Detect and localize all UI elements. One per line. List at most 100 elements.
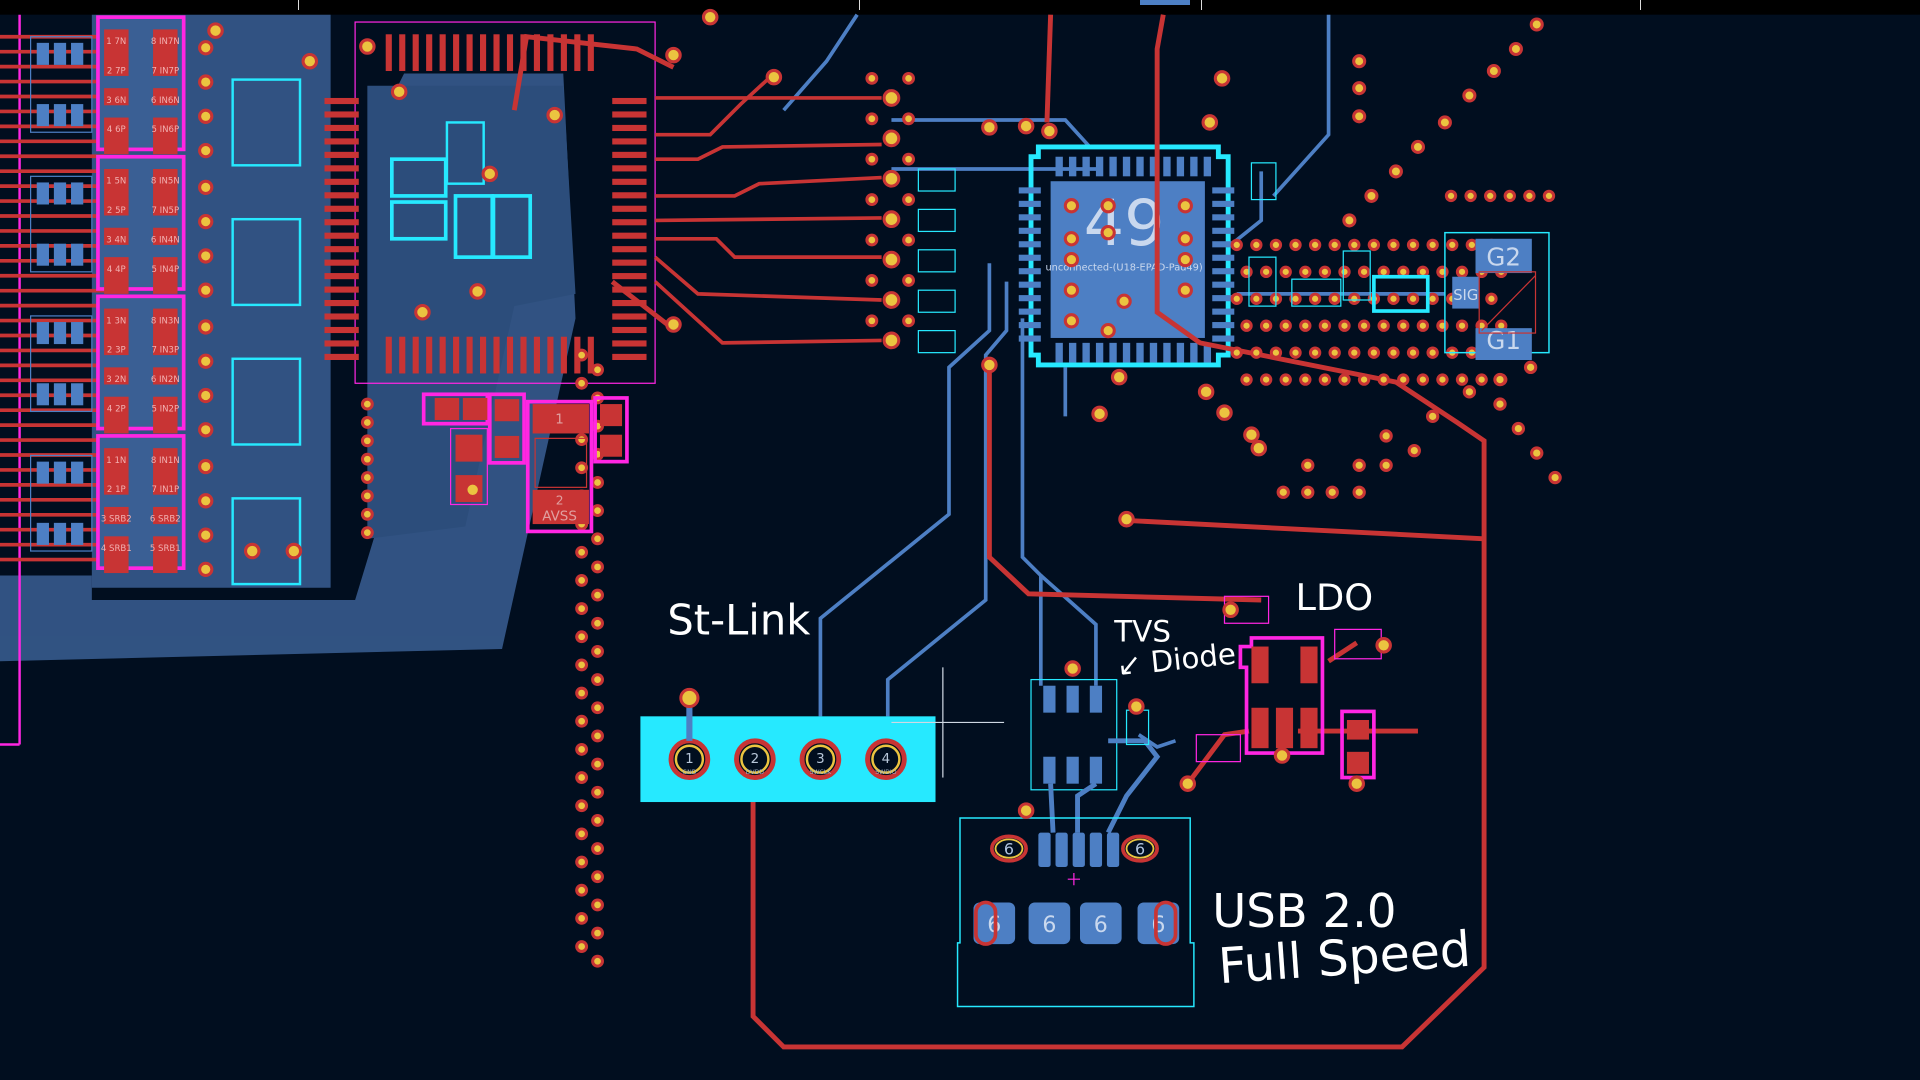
via — [243, 542, 261, 560]
via — [902, 112, 915, 126]
via — [882, 331, 901, 350]
back-pin — [71, 243, 84, 266]
adc-pin — [324, 326, 359, 334]
via — [1177, 251, 1193, 268]
via — [1318, 319, 1332, 332]
adc-pin — [439, 34, 446, 72]
via — [1299, 319, 1312, 332]
adc-pin — [385, 336, 392, 374]
via — [701, 8, 719, 26]
via — [591, 701, 604, 715]
via — [198, 353, 214, 369]
via — [198, 108, 214, 124]
back-pin — [36, 243, 49, 266]
mcu-pin — [1018, 268, 1041, 275]
via — [1375, 637, 1392, 654]
mcu-ic[interactable]: 49 unconnected-(U18-EPAD-Pad49) — [1018, 144, 1235, 368]
mcu-pin — [1212, 227, 1235, 234]
via — [865, 71, 879, 85]
via-stitching — [360, 71, 956, 968]
via — [1437, 115, 1452, 130]
mcu-pin — [1018, 322, 1041, 329]
via — [591, 588, 604, 602]
adc-pin — [412, 336, 419, 374]
adc-pin — [533, 34, 540, 72]
via — [591, 729, 604, 743]
amp-pin-left — [104, 536, 129, 574]
mcu-pin — [1136, 156, 1144, 177]
adc-pin — [453, 34, 460, 72]
adc-pin — [612, 246, 647, 253]
via — [865, 193, 879, 207]
back-pin — [71, 383, 84, 406]
via — [1397, 373, 1410, 386]
via — [591, 673, 604, 687]
amp-pin-label: 1 3N — [106, 316, 126, 326]
power-traces — [511, 14, 1487, 1050]
via — [1511, 421, 1526, 436]
via — [1352, 54, 1367, 69]
via — [1352, 458, 1366, 472]
annotation-tvs: TVS — [1113, 615, 1171, 649]
amp-pin-label: 5 IN6P — [151, 125, 179, 135]
adc-pin — [453, 336, 460, 374]
usb-connector[interactable]: 6 6 6 6 6 6 — [956, 817, 1195, 1008]
adc-pin — [612, 326, 647, 334]
amp-pin-label: 1 7N — [106, 37, 126, 47]
back-pin — [53, 42, 67, 65]
via — [1308, 346, 1322, 359]
adc-pin — [324, 259, 359, 266]
via — [414, 303, 431, 321]
via — [1416, 319, 1430, 332]
mcu-pin — [1190, 342, 1198, 363]
back-pin — [36, 522, 49, 545]
adc-pin — [612, 340, 647, 347]
via — [360, 434, 374, 448]
header-pin-number: 4 — [882, 752, 891, 767]
via — [1379, 429, 1393, 443]
rf-connector[interactable]: G2 G1 SIG — [1444, 231, 1550, 360]
ldo-regulator[interactable] — [1195, 595, 1382, 780]
g2-pad — [1475, 238, 1532, 274]
via — [1273, 747, 1291, 764]
series-resistor — [917, 249, 956, 273]
via — [575, 602, 589, 615]
amp-pin-label: 7 IN7P — [151, 66, 179, 76]
via — [1406, 346, 1420, 359]
via — [360, 489, 374, 503]
amp-pin-right — [153, 257, 178, 294]
header-pin-number: 2 — [751, 752, 760, 767]
via — [591, 813, 604, 827]
amp-pin-label: 3 4N — [106, 235, 126, 245]
tvs-diode[interactable] — [1030, 678, 1161, 834]
via — [575, 433, 589, 447]
back-ic — [30, 175, 93, 273]
via — [575, 545, 589, 559]
back-pin — [53, 322, 67, 345]
mcu-pin — [1068, 156, 1077, 177]
adc-pin — [612, 192, 647, 199]
via — [575, 883, 589, 897]
via — [1318, 265, 1332, 279]
via — [1426, 238, 1439, 252]
adc-pin — [324, 151, 359, 158]
via — [1462, 385, 1477, 399]
svg-text:6: 6 — [1094, 913, 1108, 938]
mcu-pin — [1203, 342, 1212, 363]
series-resistor — [917, 330, 956, 354]
mcu-pin — [1163, 342, 1171, 363]
via — [1301, 485, 1315, 499]
back-pin — [36, 322, 49, 345]
header-pin-ring — [871, 744, 901, 774]
mcu-pin — [1212, 268, 1235, 275]
via — [1455, 265, 1469, 279]
via — [1464, 189, 1477, 203]
via — [1446, 238, 1459, 252]
via — [1269, 238, 1283, 252]
amp-pin-right — [153, 367, 178, 385]
via — [481, 165, 499, 183]
header-pin-number: 1 — [685, 752, 694, 767]
via — [575, 714, 589, 728]
